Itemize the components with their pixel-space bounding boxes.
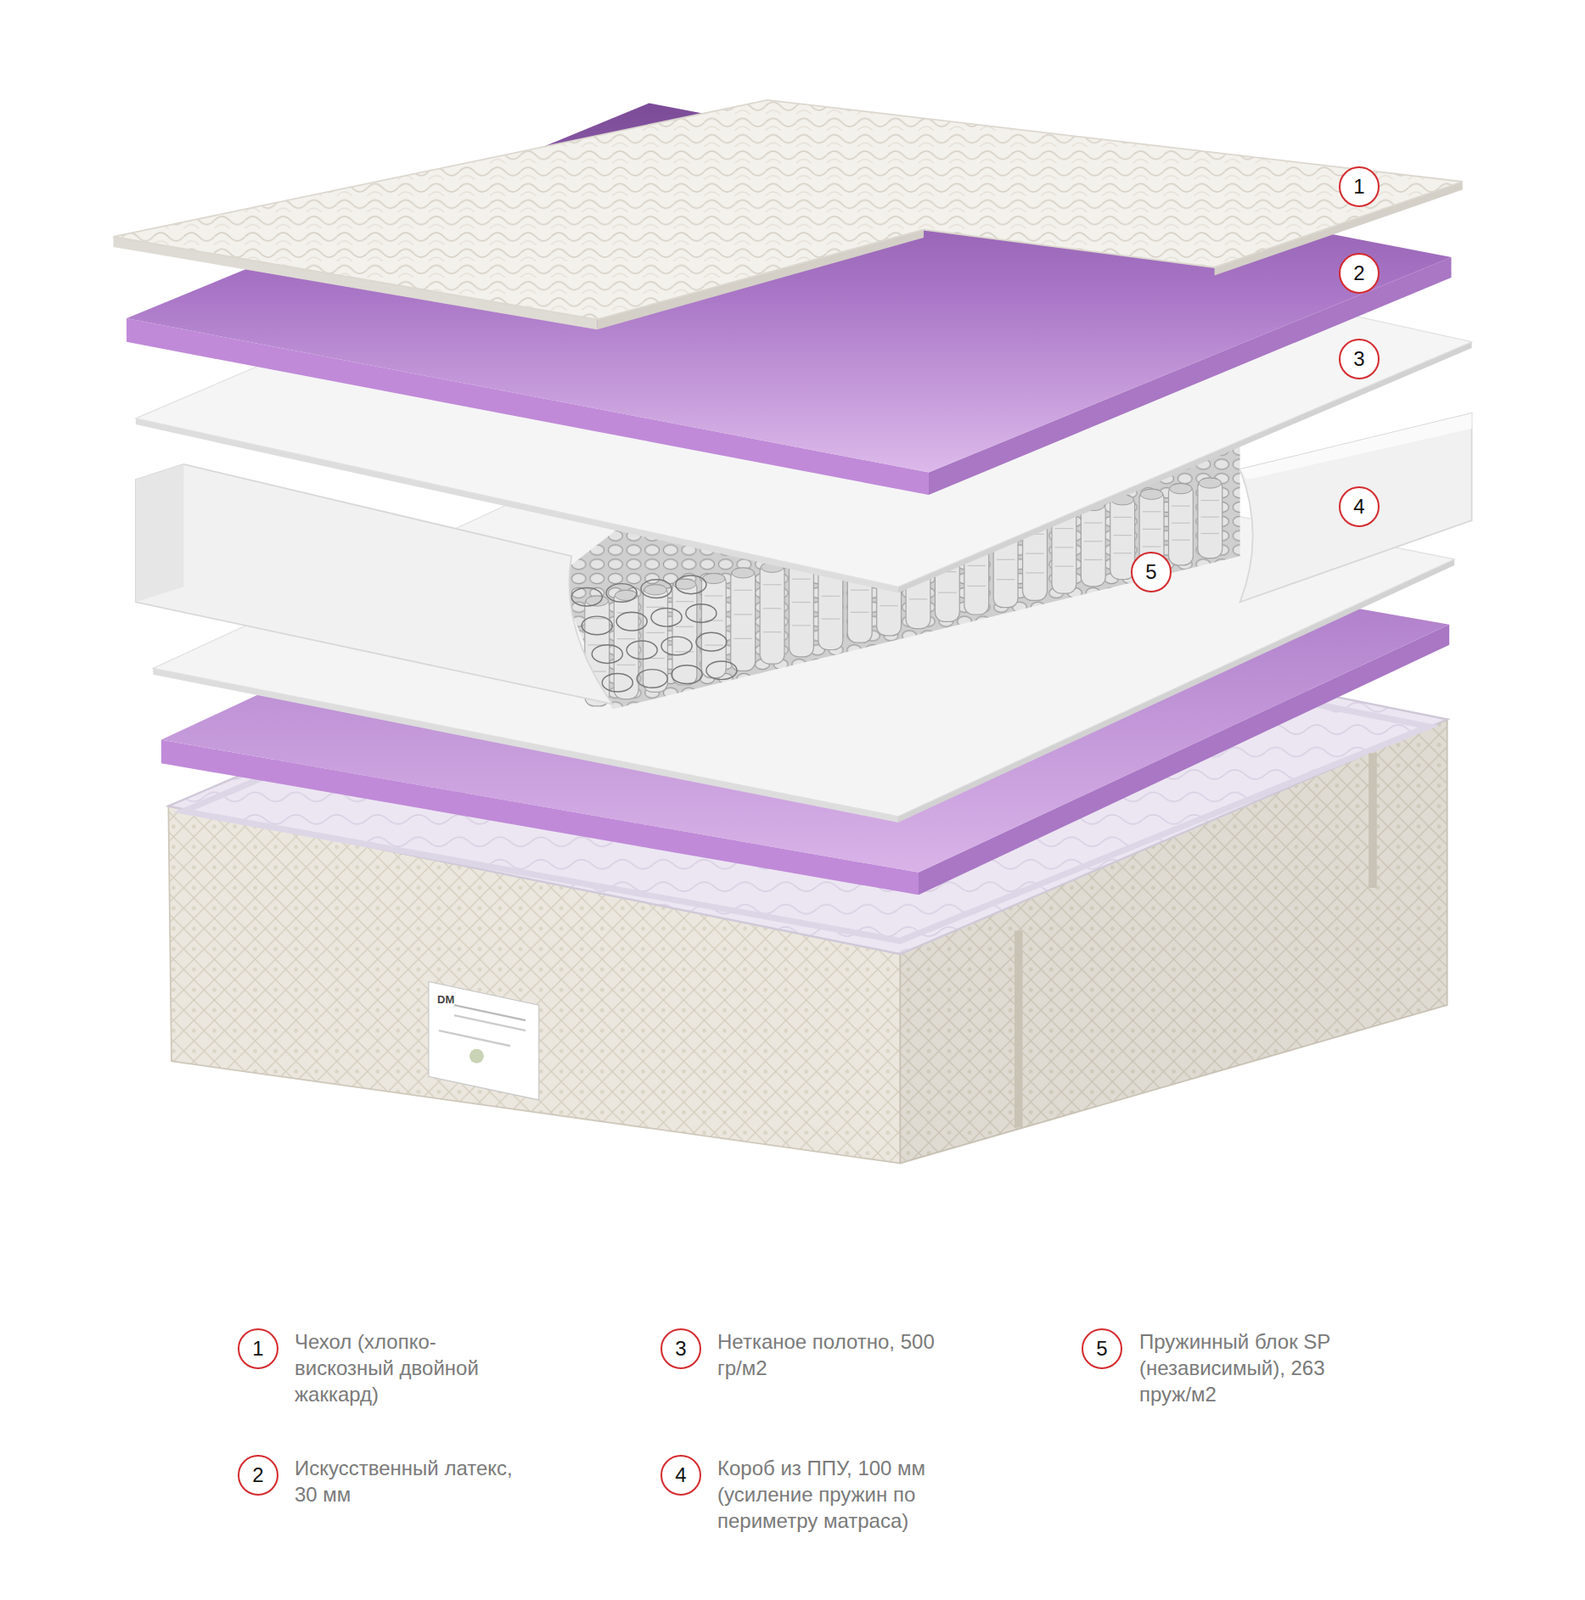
callout-text: 4 xyxy=(674,1465,686,1486)
legend-callout-circle: 1 xyxy=(237,1328,279,1370)
spring-coil xyxy=(706,661,737,681)
spring-coil xyxy=(636,669,668,689)
spring-pocket xyxy=(1080,500,1106,587)
legend-item: 4 Короб из ППУ, 100 мм (усиление пружин п… xyxy=(660,1455,981,1535)
spring-coil xyxy=(601,673,633,692)
legend-description: Чехол (хлопко-вискозный двойной жаккард) xyxy=(294,1328,524,1408)
mattress-cover xyxy=(112,100,1462,330)
spring-coil xyxy=(606,584,637,603)
callout-text: 5 xyxy=(1096,1338,1108,1360)
legend-description: Искусственный латекс, 30 мм xyxy=(294,1455,524,1508)
legend-item: 1 Чехол (хлопко-вискозный двойной жаккард… xyxy=(237,1328,524,1408)
spring-coil xyxy=(661,636,692,656)
spring-coil xyxy=(651,607,682,627)
callout-text: 3 xyxy=(674,1338,686,1360)
spring-coil xyxy=(591,645,623,664)
legend-item: 5 Пружинный блок SP (независимый), 263 пр… xyxy=(1081,1328,1382,1408)
spring-coil xyxy=(696,632,727,652)
spring-pocket xyxy=(730,567,756,671)
callout-number: 1 xyxy=(1338,166,1380,208)
callout-text: 2 xyxy=(1353,263,1365,284)
callout-text: 1 xyxy=(252,1338,264,1360)
spring-coil xyxy=(616,612,647,631)
legend-item: 3 Нетканое полотно, 500 гр/м2 xyxy=(660,1328,947,1382)
spring-coil xyxy=(626,640,658,660)
callout-number: 4 xyxy=(1338,486,1380,528)
callout-number: 2 xyxy=(1338,252,1380,294)
spring-pocket xyxy=(613,590,639,699)
spring-pocket xyxy=(643,584,669,692)
spring-coil xyxy=(581,616,613,636)
spring-coil xyxy=(675,575,707,595)
callout-text: 2 xyxy=(252,1465,264,1486)
legend-callout-circle: 5 xyxy=(1081,1328,1123,1370)
legend-item: 2 Искусственный латекс, 30 мм xyxy=(237,1455,524,1508)
legend-callout-circle: 3 xyxy=(660,1328,702,1370)
brand-label: DM xyxy=(437,994,455,1006)
callout-text: 4 xyxy=(1353,496,1365,518)
legend-description: Нетканое полотно, 500 гр/м2 xyxy=(717,1328,947,1382)
legend-description: Пружинный блок SP (независимый), 263 пру… xyxy=(1139,1328,1382,1408)
spring-coil xyxy=(685,604,717,624)
spring-pocket xyxy=(672,578,697,686)
spring-pocket xyxy=(759,562,785,664)
spring-pocket xyxy=(1197,477,1223,558)
legend-description: Короб из ППУ, 100 мм (усиление пружин по… xyxy=(717,1455,981,1535)
spring-coil xyxy=(571,587,602,607)
legend-callout-circle: 2 xyxy=(237,1455,279,1496)
callout-text: 5 xyxy=(1145,562,1157,583)
spring-coil xyxy=(640,579,672,599)
callout-text: 3 xyxy=(1353,348,1365,370)
spring-coil xyxy=(671,665,703,685)
product-tag xyxy=(428,981,540,1100)
callout-number: 5 xyxy=(1130,551,1172,593)
spring-pocket xyxy=(1168,483,1193,566)
callout-number: 3 xyxy=(1338,338,1380,380)
legend-callout-circle: 4 xyxy=(660,1455,702,1496)
callout-text: 1 xyxy=(1353,176,1365,197)
